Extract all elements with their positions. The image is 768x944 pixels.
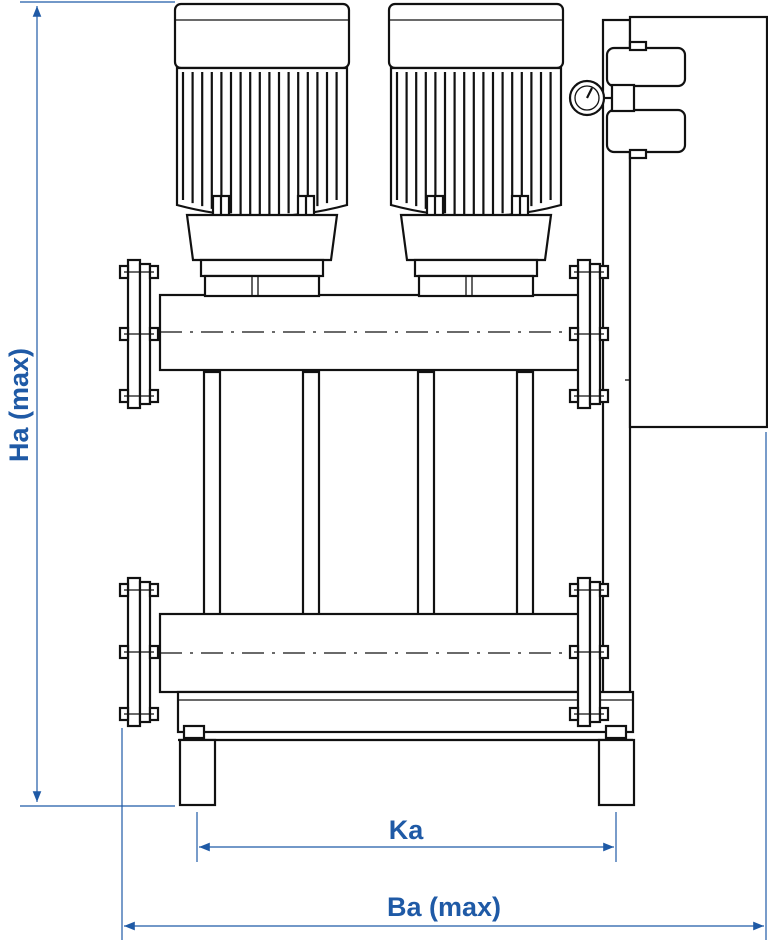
panel-switches	[605, 40, 687, 160]
manifold-flanges	[118, 258, 610, 728]
pump-columns	[202, 370, 535, 618]
pump-units	[173, 2, 565, 298]
flange	[568, 576, 610, 728]
bolt	[118, 326, 160, 342]
pump-spacing-dimension-label: Ka	[389, 815, 424, 845]
bolt	[568, 582, 610, 598]
base-frame	[176, 690, 636, 807]
pump-motor	[387, 2, 565, 298]
flange	[118, 258, 160, 410]
bolt	[568, 644, 610, 660]
bolt	[118, 388, 160, 404]
bolt	[568, 388, 610, 404]
upper-manifold	[158, 293, 582, 372]
flange	[118, 576, 160, 728]
height-dimension-label: Ha (max)	[4, 348, 34, 462]
dimension-ha: Ha (max)	[4, 1, 175, 807]
flange	[568, 258, 610, 410]
bolt	[118, 264, 160, 280]
dimension-ba: Ba (max)	[121, 432, 767, 940]
pump-motor	[173, 2, 351, 298]
pressure-gauge-icon	[568, 79, 612, 117]
bolt	[568, 706, 610, 722]
width-dimension-label: Ba (max)	[387, 892, 501, 922]
bolt	[118, 644, 160, 660]
bolt	[118, 706, 160, 722]
bolt	[118, 582, 160, 598]
lower-manifold	[158, 612, 582, 694]
bolt	[568, 264, 610, 280]
bolt	[568, 326, 610, 342]
dimension-ka: Ka	[196, 812, 617, 862]
